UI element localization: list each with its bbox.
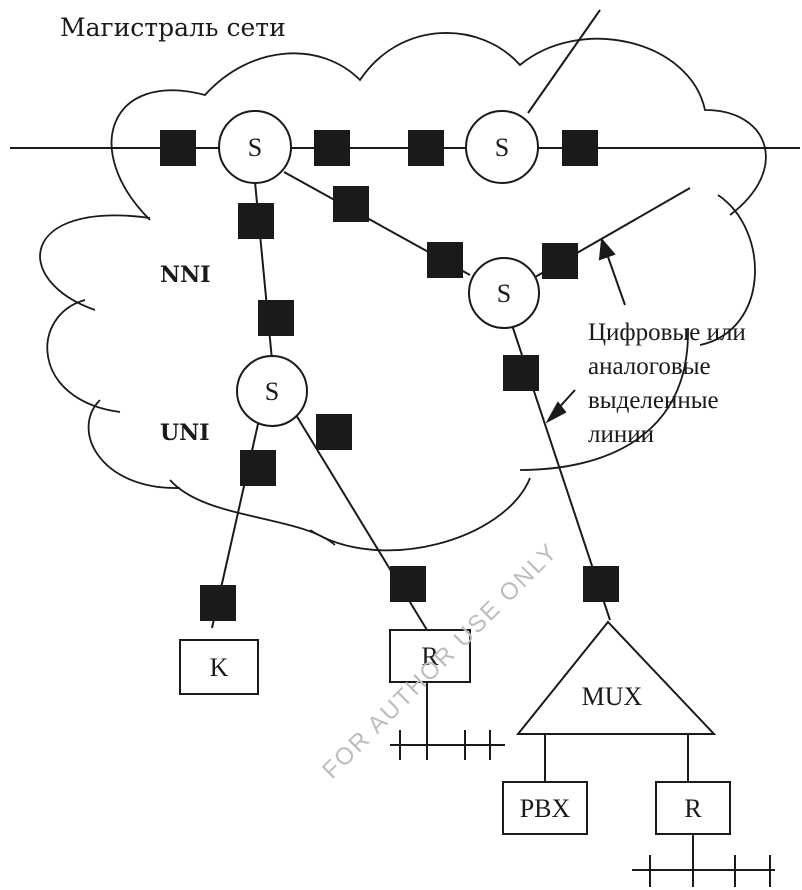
network-links: [10, 9, 800, 887]
svg-text:S: S: [248, 133, 262, 162]
svg-text:S: S: [265, 377, 279, 406]
port: [160, 130, 196, 166]
nni-label: NNI: [160, 262, 211, 288]
svg-text:MUX: MUX: [582, 682, 643, 711]
uni-label: UNI: [160, 420, 210, 446]
router-2: R: [655, 781, 731, 835]
svg-text:S: S: [495, 133, 509, 162]
port: [408, 130, 444, 166]
port: [333, 186, 369, 222]
port: [238, 203, 274, 239]
svg-text:PBX: PBX: [520, 794, 571, 823]
router-1: R: [389, 629, 471, 683]
port: [258, 300, 294, 336]
svg-text:выделенные: выделенные: [588, 387, 719, 414]
svg-text:R: R: [421, 642, 439, 671]
port: [562, 130, 598, 166]
switch-node: S: [465, 110, 539, 184]
annotation-arrows: [545, 237, 626, 424]
watermark: FOR AUTHOR USE ONLY: [317, 538, 563, 784]
svg-text:K: K: [210, 653, 229, 682]
switch-node: S: [236, 355, 308, 427]
svg-text:линии: линии: [588, 421, 654, 448]
port: [316, 414, 352, 450]
switch-nodes: S S S S: [218, 110, 540, 427]
port: [314, 130, 350, 166]
svg-text:R: R: [684, 794, 702, 823]
backbone-title: Магистраль сети: [60, 13, 286, 42]
uplink-line: [527, 9, 601, 114]
port: [427, 242, 463, 278]
switch-node: S: [468, 257, 540, 329]
port: [542, 243, 578, 279]
multiplexer: MUX: [515, 620, 717, 735]
svg-text:Цифровые или: Цифровые или: [588, 319, 746, 346]
port: [503, 355, 539, 391]
port: [200, 585, 236, 621]
port: [240, 450, 276, 486]
port: [390, 566, 426, 602]
svg-text:аналоговые: аналоговые: [588, 353, 711, 380]
interface-ports: [160, 130, 619, 621]
switch-node: S: [218, 110, 292, 184]
pbx: PBX: [502, 781, 588, 835]
leased-lines-annotation: Цифровые или аналоговые выделенные линии: [588, 319, 746, 448]
network-cloud: [39, 32, 767, 552]
svg-text:S: S: [497, 279, 511, 308]
port: [583, 566, 619, 602]
device-k: K: [179, 639, 259, 695]
